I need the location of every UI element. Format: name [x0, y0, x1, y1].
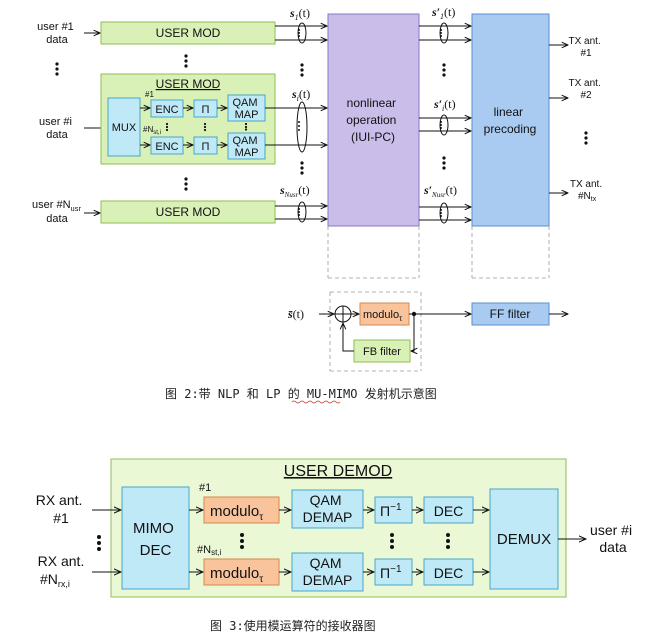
- stream-1-label: #1: [145, 90, 154, 99]
- stream-N-label: #Nst,i: [143, 125, 161, 136]
- demod-stream-N: #Nst,i: [197, 544, 222, 557]
- modulo-label: moduloτ: [363, 309, 403, 323]
- user-mod-1: [100, 21, 276, 45]
- qam-demap-label-1: QAM DEMAP: [303, 492, 353, 525]
- enc-label-1: ENC: [155, 104, 178, 116]
- rx-ellipsis: [97, 535, 101, 551]
- tx-ant-N-index: #Ntx: [578, 191, 597, 203]
- demod-ellipsis: [240, 533, 450, 549]
- figure-3-caption: 图 3:使用模运算符的接收器图: [210, 618, 376, 633]
- demod-modulo-1-label: moduloτ: [210, 503, 263, 523]
- output-user-data: user #i data: [590, 522, 636, 555]
- pi-inv-label-2: Π−1: [380, 564, 402, 581]
- mimo-dec-block: [121, 486, 190, 590]
- bundle-middle-dots: [440, 29, 446, 217]
- pi-inv-label-1: Π−1: [380, 502, 402, 519]
- spellcheck-underline: [291, 400, 341, 404]
- bundle-left: [265, 22, 327, 223]
- linear-precoding-block: [471, 13, 550, 227]
- qam-demap-label-2: QAM DEMAP: [303, 555, 353, 588]
- figure-2: user #1 data user #i data user #Nusr dat…: [32, 5, 603, 404]
- pi-inv-block-2: [374, 558, 413, 586]
- rx-ant-N-index: #Nrx,i: [40, 571, 70, 589]
- demux-block: [489, 488, 559, 590]
- enc-label-2: ENC: [155, 141, 178, 153]
- user-mod-1-label: USER MOD: [156, 26, 221, 40]
- bundle-left-dots: [298, 29, 304, 216]
- tx-ant-1: TX ant. #1: [568, 36, 603, 59]
- figure-2-caption: 图 2:带 NLP 和 LP 的 MU-MIMO 发射机示意图: [165, 386, 437, 401]
- rx-ant-N: RX ant.: [38, 553, 85, 569]
- input-userN: user #Nusr: [32, 199, 81, 213]
- qam-demap-block-2: [291, 552, 364, 592]
- signal-sN: sNusr(t): [279, 183, 310, 199]
- signal-s1-prime: s′1(t): [431, 5, 455, 21]
- fb-filter-label: FB filter: [363, 346, 401, 358]
- pi-label-2: Π: [202, 141, 210, 153]
- dec-label-2: DEC: [434, 565, 464, 581]
- input-userN-data: data: [46, 213, 68, 225]
- user-mod-N: [100, 200, 276, 224]
- tx-ant-N: TX ant.: [570, 179, 602, 190]
- nonlinear-operation-block: [327, 13, 420, 227]
- mux-block: [107, 97, 141, 157]
- pi-label-1: Π: [202, 104, 210, 116]
- dec-block-2: [423, 558, 474, 586]
- input-ellipsis: [55, 54, 188, 191]
- signal-sN-prime: s′Nusr(t): [423, 183, 457, 199]
- demod-modulo-1: [203, 496, 280, 524]
- demux-label: DEMUX: [497, 531, 551, 548]
- mimo-dec-label: MIMO DEC: [133, 520, 178, 559]
- tx-ant-2: TX ant. #2: [568, 78, 603, 101]
- dec-label-1: DEC: [434, 503, 464, 519]
- figure-3: USER DEMOD RX ant. #1 RX ant. #Nrx,i MIM…: [36, 458, 636, 633]
- input-user1: user #1 data: [37, 21, 77, 46]
- internal-ellipsis: [165, 122, 248, 132]
- mux-label: MUX: [112, 122, 137, 134]
- tx-ellipsis: [584, 131, 588, 145]
- user-mod-expanded-label: USER MOD: [156, 77, 221, 91]
- qam-map-block-2: [227, 132, 266, 160]
- qam-map-label-1: QAM MAP: [232, 97, 260, 121]
- qam-map-label-2: QAM MAP: [232, 135, 260, 159]
- demod-stream-1: #1: [199, 482, 211, 494]
- signal-sbar: s̄(t): [287, 307, 304, 321]
- linear-label: linear precoding: [484, 105, 537, 136]
- signal-s1: s1(t): [289, 6, 310, 22]
- ff-filter-label: FF filter: [490, 307, 531, 321]
- signal-si: si(t): [291, 87, 310, 103]
- user-mod-N-label: USER MOD: [156, 205, 221, 219]
- qam-demap-block-1: [291, 489, 364, 529]
- nonlinear-label: nonlinear operation (IUI-PC): [346, 96, 399, 144]
- signal-si-prime: s′i(t): [433, 97, 456, 113]
- pi-inv-block-1: [374, 496, 413, 524]
- dashed-guides: [327, 226, 550, 372]
- rx-ant-1: RX ant. #1: [36, 492, 87, 526]
- input-useri: user #i data: [39, 116, 75, 141]
- user-demod-title: USER DEMOD: [284, 463, 392, 480]
- demod-modulo-2-label: moduloτ: [210, 565, 263, 585]
